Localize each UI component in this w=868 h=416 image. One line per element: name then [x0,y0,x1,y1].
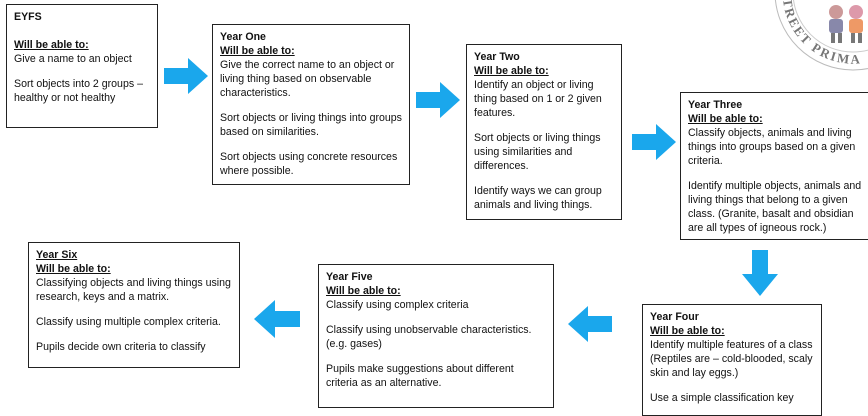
stage-year-one: Year One Will be able to: Give the corre… [212,24,410,185]
stage-subtitle: Will be able to: [650,325,725,337]
stage-year-two: Year Two Will be able to: Identify an ob… [466,44,622,220]
arrow-shape [416,82,460,118]
stage-year-six: Year Six Will be able to: Classifying ob… [28,242,240,368]
stage-subtitle: Will be able to: [688,113,763,125]
stage-item: Sort objects using concrete resources wh… [220,151,398,177]
stage-eyfs: EYFS Will be able to: Give a name to an … [6,4,158,128]
children-illustration-icon [829,5,863,43]
stage-year-three: Year Three Will be able to: Classify obj… [680,92,868,240]
stage-title: Year Two [474,51,520,63]
stage-subtitle: Will be able to: [474,65,549,77]
stage-item: Identify an object or living thing based… [474,79,602,119]
stage-item: Classify using multiple complex criteria… [36,316,221,328]
stage-item: Classify using complex criteria [326,299,469,311]
stage-item: Classify objects, animals and living thi… [688,127,856,167]
stage-year-five: Year Five Will be able to: Classify usin… [318,264,554,408]
school-logo: STREET PRIMA [774,0,868,71]
stage-item: Sort objects into 2 groups – healthy or … [14,78,143,104]
stage-title: Year Six [36,249,78,261]
stage-item: Identify multiple objects, animals and l… [688,180,862,234]
arrow-right-icon [416,82,460,118]
stage-item: Use a simple classification key [650,392,794,404]
stage-title: Year One [220,31,266,43]
stage-title: Year Three [688,99,743,111]
stage-item: Identify multiple features of a class (R… [650,339,813,379]
arrow-shape [742,250,778,296]
stage-item: Classifying objects and living things us… [36,277,231,303]
arrow-left-icon [254,300,300,338]
arrow-shape [254,300,300,338]
stage-item: Pupils decide own criteria to classify [36,341,206,353]
stage-item: Pupils make suggestions about different … [326,363,514,389]
arrow-right-icon [632,124,676,160]
stage-subtitle: Will be able to: [36,263,111,275]
stage-item: Give the correct name to an object or li… [220,59,395,99]
arrow-shape [164,58,208,94]
arrow-down-icon [742,250,778,296]
stage-title: EYFS [14,11,42,23]
stage-item: Identify ways we can group animals and l… [474,185,602,211]
stage-item: Give a name to an object [14,53,132,65]
stage-title: Year Four [650,311,699,323]
stage-item: Sort objects or living things into group… [220,112,402,138]
stage-subtitle: Will be able to: [220,45,295,57]
stage-item: Classify using unobservable characterist… [326,324,532,350]
arrow-left-icon [568,306,612,342]
stage-title: Year Five [326,271,373,283]
arrow-shape [568,306,612,342]
stage-item: Sort objects or living things using simi… [474,132,601,172]
arrow-shape [632,124,676,160]
stage-subtitle: Will be able to: [14,39,89,51]
stage-year-four: Year Four Will be able to: Identify mult… [642,304,822,416]
stage-subtitle: Will be able to: [326,285,401,297]
arrow-right-icon [164,58,208,94]
